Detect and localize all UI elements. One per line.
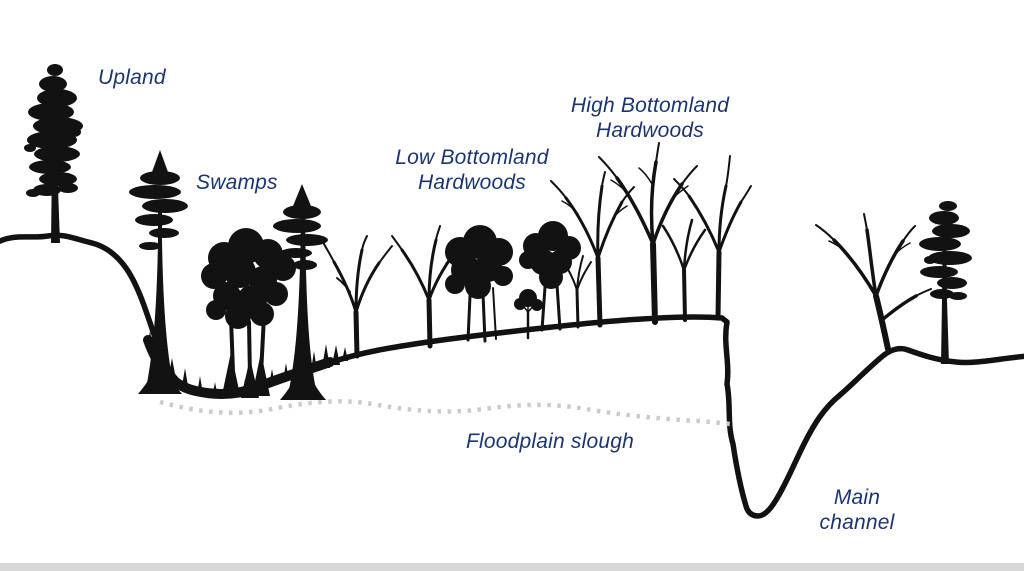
riverbank-pine-tree xyxy=(919,201,972,364)
upland-pine-tree xyxy=(24,64,83,243)
label-main-channel: Main channel xyxy=(819,486,895,534)
label-low-bottomland-hardwoods: Low Bottomland Hardwoods xyxy=(395,146,549,194)
high-bottomland-bare-trees xyxy=(550,142,752,329)
riverbank-bare-tree xyxy=(815,213,932,352)
label-upland: Upland xyxy=(98,66,166,89)
slough-waterline-dotted xyxy=(159,399,731,427)
label-floodplain-slough: Floodplain slough xyxy=(465,430,635,453)
low-bottomland-bare-trees xyxy=(322,225,469,359)
swamp-leafy-tree-cluster xyxy=(201,228,296,398)
low-bottomland-leafy-trees xyxy=(445,221,581,343)
label-high-bottomland-hardwoods: High Bottomland Hardwoods xyxy=(570,94,730,142)
bottom-edge-bar xyxy=(0,563,1024,571)
swamp-cypress-tree-1 xyxy=(129,150,188,394)
label-swamps: Swamps xyxy=(196,171,278,194)
swamp-cypress-tree-2 xyxy=(273,184,328,400)
